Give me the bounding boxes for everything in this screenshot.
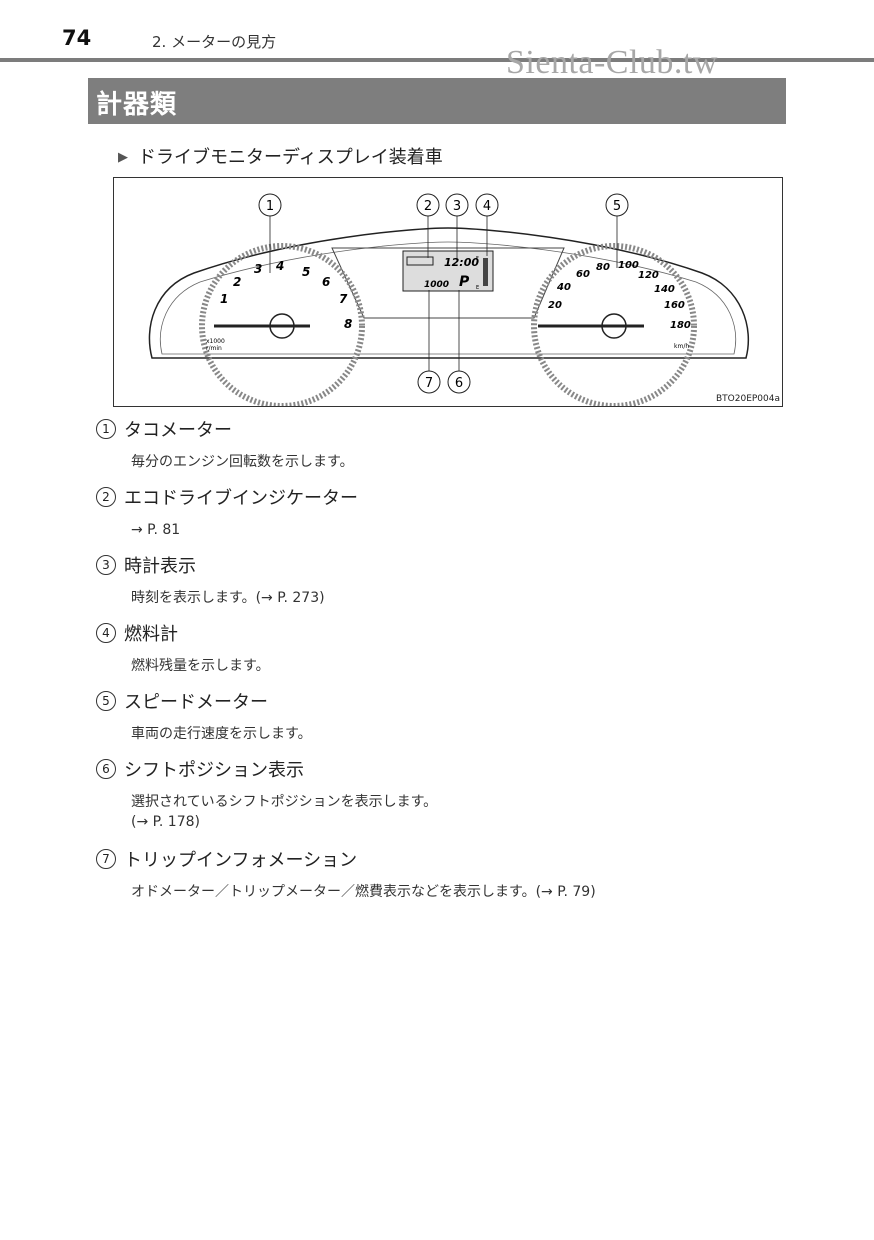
list-item: 2 エコドライブインジケーター	[96, 484, 358, 510]
speed-number: 120	[638, 270, 659, 281]
lcd-fuel-f: F	[476, 256, 479, 262]
cluster-inner-outline	[159, 241, 737, 355]
page-number: 74	[62, 26, 92, 50]
speed-number: 20	[548, 300, 562, 311]
lcd-shift: P	[459, 274, 470, 290]
tacho-number: 5	[302, 265, 310, 279]
lcd-odo: 1000	[424, 280, 449, 290]
svg-text:5: 5	[613, 199, 621, 214]
instrument-figure: 1 2 3 4 5 6 7 8 x1000 r/min 20 40 60 80 …	[113, 177, 783, 407]
item-description: 毎分のエンジン回転数を示します。	[131, 454, 354, 470]
tacho-unit: r/min	[206, 345, 222, 352]
item-label: シフトポジション表示	[124, 760, 304, 781]
item-label: エコドライブインジケーター	[124, 488, 358, 509]
list-item: 3 時計表示	[96, 552, 196, 578]
chapter-title: 2. メーターの見方	[152, 33, 277, 51]
speed-number: 100	[618, 260, 639, 271]
item-description: → P. 81	[131, 522, 181, 538]
lcd-fuel-e: E	[476, 285, 479, 291]
speedometer: 20 40 60 80 100 120 140 160 180 km/h	[531, 243, 697, 406]
tachometer: 1 2 3 4 5 6 7 8 x1000 r/min	[199, 243, 365, 406]
speed-number: 160	[664, 300, 685, 311]
tacho-number: 3	[254, 262, 262, 276]
list-item: 6 シフトポジション表示	[96, 756, 304, 782]
lcd-clock: 12:00	[444, 256, 479, 269]
speed-unit: km/h	[674, 343, 689, 350]
item-label: 燃料計	[124, 624, 178, 645]
item-label: タコメーター	[124, 420, 232, 441]
callout-3: 3	[445, 193, 469, 217]
cluster-outline	[148, 227, 750, 359]
watermark: Sienta-Club.tw	[506, 44, 718, 81]
item-description: オドメーター／トリップメーター／燃費表示などを表示します。(→ P. 79)	[131, 884, 596, 900]
subheading-text: ドライブモニターディスプレイ装着車	[138, 147, 443, 168]
speed-number: 180	[670, 320, 691, 331]
figure-code: BTO20EP004a	[715, 394, 780, 404]
section-band	[88, 78, 786, 124]
svg-text:7: 7	[425, 376, 433, 391]
svg-text:3: 3	[453, 199, 461, 214]
svg-text:2: 2	[424, 199, 432, 214]
item-number: 1	[96, 419, 116, 439]
item-label: トリップインフォメーション	[124, 850, 358, 871]
item-number: 3	[96, 555, 116, 575]
tacho-unit: x1000	[206, 338, 225, 345]
tacho-number: 7	[339, 292, 348, 306]
svg-text:6: 6	[455, 376, 463, 391]
callout-5: 5	[605, 193, 629, 217]
list-item: 1 タコメーター	[96, 416, 232, 442]
speed-number: 80	[596, 262, 610, 273]
section-title: 計器類	[96, 90, 178, 120]
speed-number: 140	[654, 284, 675, 295]
list-item: 7 トリップインフォメーション	[96, 846, 357, 872]
item-number: 5	[96, 691, 116, 711]
tacho-number: 1	[220, 292, 228, 306]
item-description: 時刻を表示します。(→ P. 273)	[131, 590, 325, 606]
list-item: 5 スピードメーター	[96, 688, 268, 714]
item-label: 時計表示	[124, 556, 196, 577]
subheading: ▶ ドライブモニターディスプレイ装着車	[118, 143, 443, 169]
svg-text:4: 4	[483, 199, 491, 214]
callout-6: 6	[447, 370, 471, 394]
tacho-number: 8	[344, 317, 352, 331]
tacho-number: 4	[275, 259, 284, 273]
item-number: 6	[96, 759, 116, 779]
item-number: 7	[96, 849, 116, 869]
callout-4: 4	[475, 193, 499, 217]
callout-7: 7	[417, 370, 441, 394]
header-rule	[0, 58, 874, 62]
center-lcd: 12:00 1000 P F E	[402, 250, 494, 292]
item-description: 燃料残量を示します。	[131, 658, 270, 674]
speed-number: 60	[576, 269, 590, 280]
speed-number: 40	[556, 282, 571, 293]
list-item: 4 燃料計	[96, 620, 178, 646]
item-number: 4	[96, 623, 116, 643]
item-description: (→ P. 178)	[131, 814, 200, 830]
item-description: 選択されているシフトポジションを表示します。	[131, 794, 438, 810]
tacho-number: 6	[322, 275, 330, 289]
tacho-number: 2	[233, 275, 241, 289]
item-number: 2	[96, 487, 116, 507]
callout-1: 1	[258, 193, 282, 217]
triangle-marker-icon: ▶	[118, 150, 128, 165]
item-description: 車両の走行速度を示します。	[131, 726, 312, 742]
item-label: スピードメーター	[124, 692, 268, 713]
callout-2: 2	[416, 193, 440, 217]
instrument-cluster-illustration: 1 2 3 4 5 6 7 8 x1000 r/min 20 40 60 80 …	[148, 193, 750, 406]
svg-text:1: 1	[266, 199, 274, 214]
